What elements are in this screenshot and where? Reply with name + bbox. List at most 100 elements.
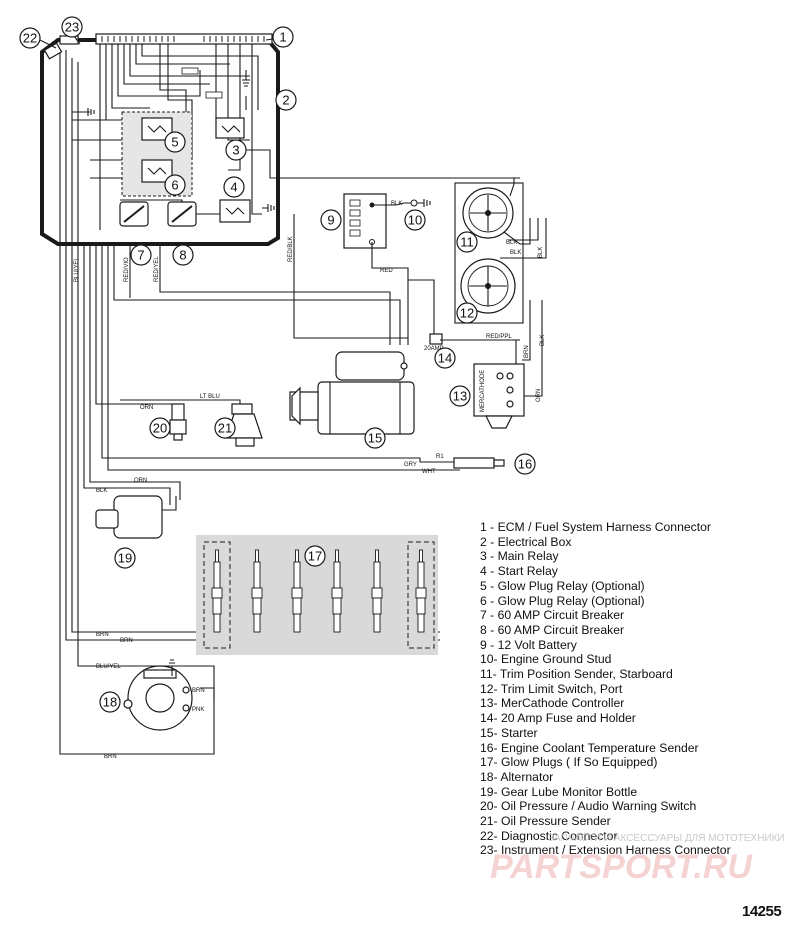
svg-text:16: 16 [518, 457, 532, 472]
callout-5: 5 [164, 131, 186, 153]
svg-text:12: 12 [460, 306, 474, 321]
callout-21: 21 [214, 417, 236, 439]
wire-label-orn-13: ORN [536, 389, 542, 402]
callout-3: 3 [225, 139, 247, 161]
callout-4: 4 [223, 176, 245, 198]
legend-item: 1 - ECM / Fuel System Harness Connector [480, 520, 711, 534]
mercathode-label: MERCATHODE [480, 370, 486, 412]
callout-20: 20 [149, 417, 171, 439]
callout-2: 2 [275, 89, 297, 111]
svg-text:4: 4 [230, 180, 237, 195]
wire-label-gry: GRY [404, 462, 417, 468]
electrical-box [40, 33, 520, 246]
legend-item: 15- Starter [480, 725, 538, 740]
starter [289, 351, 415, 435]
svg-text:8: 8 [179, 248, 186, 263]
svg-text:2: 2 [282, 93, 289, 108]
callout-22: 22 [19, 27, 41, 49]
callout-10: 10 [404, 209, 426, 231]
legend-item: 10- Engine Ground Stud [480, 652, 612, 667]
alternator [123, 659, 193, 731]
callout-11: 11 [456, 231, 478, 253]
engine-ground-stud [410, 199, 431, 207]
legend-item: 3 - Main Relay [480, 549, 559, 564]
callout-1: 1 [272, 26, 294, 48]
wire-label-orn-19: ORN [134, 478, 147, 484]
wire-label-blk-trim-2: BLK [510, 250, 521, 256]
svg-text:14: 14 [438, 351, 452, 366]
coolant-temperature-sender [453, 457, 505, 469]
callout-16: 16 [514, 453, 536, 475]
wire-labels: BLK RED RED/BLK BLU/YEL RED/VIO RED/YEL … [74, 201, 546, 760]
wire-label-blu-yel: BLU/YEL [74, 257, 80, 282]
callout-15: 15 [364, 427, 386, 449]
battery [343, 193, 387, 249]
callout-18: 18 [99, 691, 121, 713]
svg-text:9: 9 [327, 213, 334, 228]
glow-plug [291, 549, 303, 633]
wire-label-red-yel: RED/YEL [154, 256, 160, 282]
legend-item: 23- Instrument / Extension Harness Conne… [480, 843, 731, 858]
svg-text:17: 17 [308, 549, 322, 564]
wire-label-brn-glow-1: BRN [96, 632, 109, 638]
legend-item: 12- Trim Limit Switch, Port [480, 681, 623, 696]
wire-label-blk-19: BLK [96, 488, 107, 494]
svg-text:18: 18 [103, 695, 117, 710]
wire-label-red-blk: RED/BLK [288, 236, 294, 262]
svg-text:23: 23 [65, 20, 79, 35]
glow-plug [371, 549, 383, 633]
legend-item: 16- Engine Coolant Temperature Sender [480, 740, 699, 755]
wire-label-brn: BRN [524, 345, 530, 358]
legend-item: 19- Gear Lube Monitor Bottle [480, 784, 638, 799]
svg-text:15: 15 [368, 431, 382, 446]
legend-item: 4 - Start Relay [480, 564, 558, 579]
wire-label-pnk-alt: PNK [192, 707, 204, 713]
wire-label-red-ppl: RED/PPL [486, 334, 512, 340]
callout-9: 9 [320, 209, 342, 231]
watermark-logo: PARTSPORT.RU [490, 848, 753, 886]
legend-item: 7 - 60 AMP Circuit Breaker [480, 608, 625, 623]
mercathode-controller [473, 363, 525, 429]
svg-text:11: 11 [460, 235, 474, 250]
glow-plug [251, 549, 263, 633]
wire-label-blk-trim-3: BLK [538, 247, 544, 258]
fuse-holder [429, 333, 443, 345]
svg-text:1: 1 [279, 30, 286, 45]
svg-text:3: 3 [232, 143, 239, 158]
legend-item: 22- Diagnostic Connector [480, 828, 618, 843]
legend-item: 8 - 60 AMP Circuit Breaker [480, 622, 625, 637]
glow-plug [415, 549, 427, 633]
callout-7: 7 [130, 244, 152, 266]
wire-label-brn-alt: BRN [192, 688, 205, 694]
glow-plug [331, 549, 343, 633]
svg-text:22: 22 [23, 31, 37, 46]
svg-text:20: 20 [153, 421, 167, 436]
wire-label-red: RED [380, 268, 393, 274]
wire-label-blk-trim-1: BLK [506, 240, 517, 246]
wire-label-lt-blu: LT BLU [200, 394, 220, 400]
wire-label-brn-glow-2: BRN [120, 638, 133, 644]
wire-label-red-vio: RED/VIO [124, 257, 130, 282]
svg-text:7: 7 [137, 248, 144, 263]
legend-item: 6 - Glow Plug Relay (Optional) [480, 593, 645, 608]
callout-13: 13 [449, 385, 471, 407]
legend-item: 13- MerCathode Controller [480, 696, 625, 711]
callout-19: 19 [114, 547, 136, 569]
gear-lube-bottle [95, 495, 177, 539]
legend-item: 2 - Electrical Box [480, 534, 572, 549]
wire-label-brn-alt-bottom: BRN [104, 754, 117, 760]
wire-label-wht: WHT [422, 469, 436, 475]
legend-item: 18- Alternator [480, 769, 554, 784]
svg-text:10: 10 [408, 213, 422, 228]
wire-label-orn-20: ORN [140, 405, 153, 411]
svg-text:21: 21 [218, 421, 232, 436]
legend-item: 11- Trim Position Sender, Starboard [480, 667, 673, 682]
legend-item: 14- 20 Amp Fuse and Holder [480, 711, 636, 726]
glow-plug [211, 549, 223, 633]
svg-text:19: 19 [118, 551, 132, 566]
legend-item: 5 - Glow Plug Relay (Optional) [480, 578, 645, 593]
callout-23: 23 [61, 16, 83, 38]
wire-label-blk: BLK [391, 201, 402, 207]
engine-harness [59, 214, 470, 755]
